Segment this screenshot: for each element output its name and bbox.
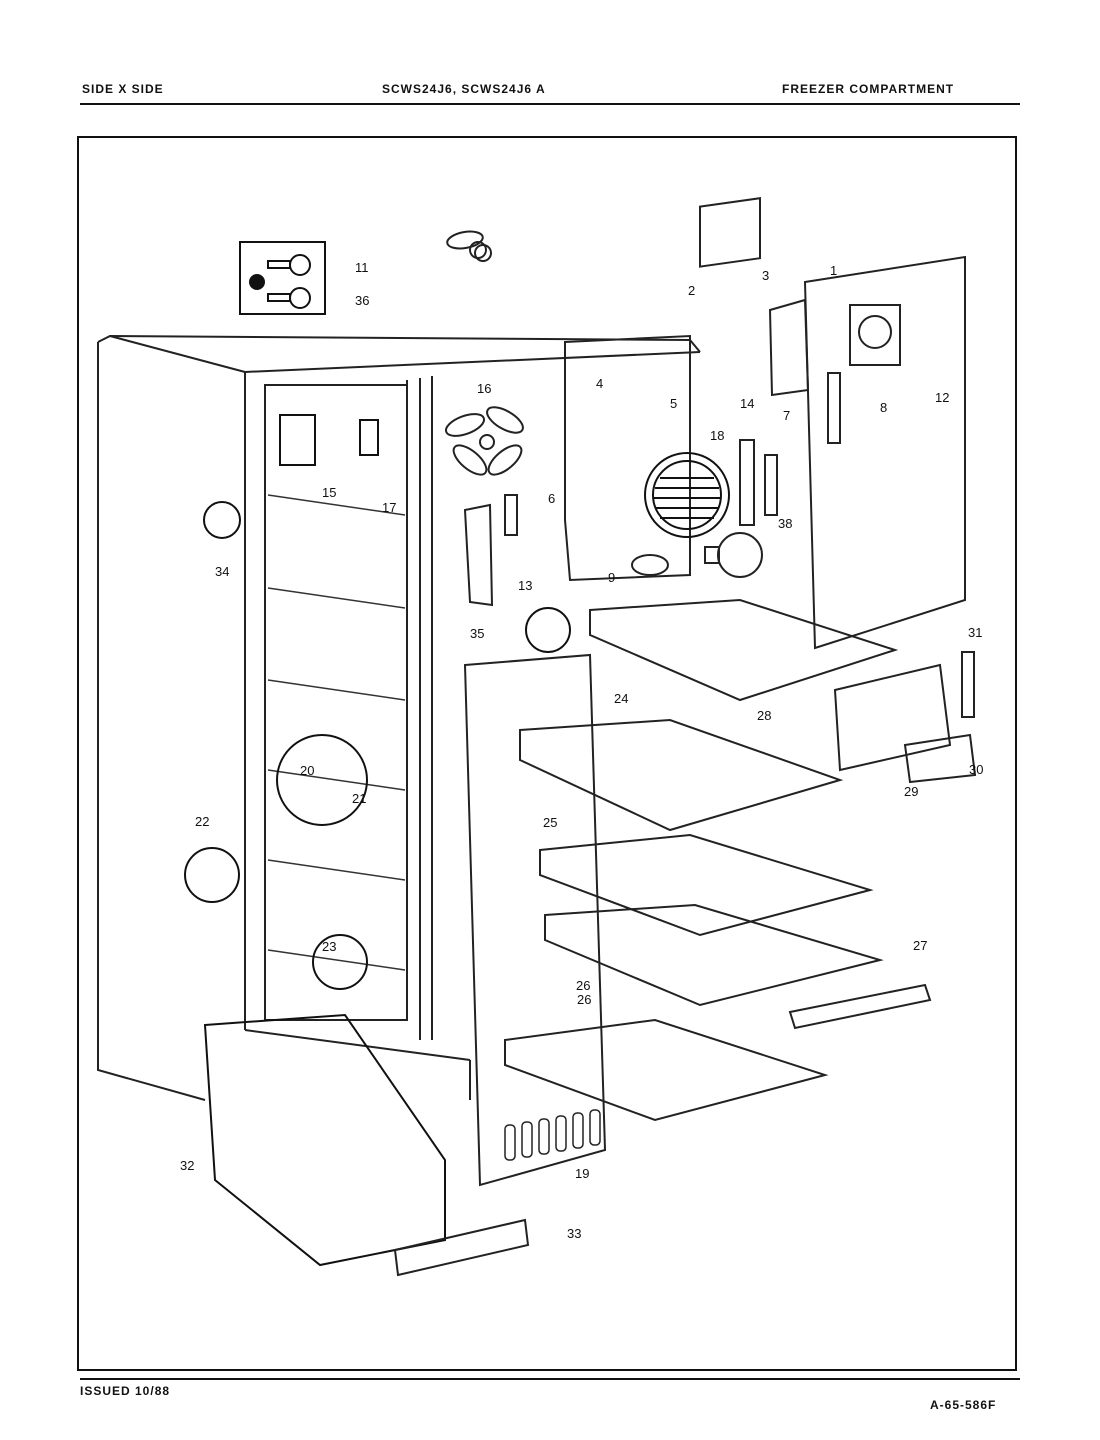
callout-7: 7 [783,408,790,423]
rear-panel [463,653,607,1187]
top-brackets [699,197,901,397]
cover-handle [903,733,977,784]
callout-1: 1 [830,263,837,278]
callout-18: 18 [710,428,724,443]
fan-grille [644,452,730,538]
callout-26: 26 [576,978,590,993]
callout-8: 8 [880,400,887,415]
roller-34 [203,501,241,539]
callout-21: 21 [352,791,366,806]
key-inset [239,241,326,315]
footer-rule [80,1378,1020,1380]
header-rule [80,103,1020,105]
trim-strip-27 [788,983,932,1030]
callout-35: 35 [470,626,484,641]
callout-29: 29 [904,784,918,799]
callout-labels: 1 2 3 4 5 6 7 8 9 11 12 13 14 15 16 17 1… [180,260,983,1241]
callout-22: 22 [195,814,209,829]
callout-34: 34 [215,564,229,579]
callout-5: 5 [670,396,677,411]
header-section-title: SIDE X SIDE [82,82,164,96]
callout-19: 19 [575,1166,589,1181]
header-compartment-title: FREEZER COMPARTMENT [782,82,955,96]
callout-31: 31 [968,625,982,640]
callout-2: 2 [688,283,695,298]
trim-strip-33 [393,1218,530,1277]
roller-35 [525,607,571,653]
lamp-bulbs [631,532,763,578]
callout-24: 24 [614,691,628,706]
callout-30: 30 [969,762,983,777]
callout-32: 32 [180,1158,194,1173]
freezer-bin [203,1013,446,1267]
left-shelf-rails [267,494,406,971]
callout-14: 14 [740,396,754,411]
footer-page-code: A-65-586F [930,1398,997,1412]
callout-26-b: 26 [577,992,591,1007]
wire-shelves [504,598,899,1122]
evaporator-cover [564,334,691,582]
callout-28: 28 [757,708,771,723]
fastener-inset-20-21 [276,734,368,826]
fan-assembly [444,406,524,476]
callout-17: 17 [382,500,396,515]
key-bullet-icon [249,274,265,290]
thermostat-15 [279,414,316,466]
callout-36: 36 [355,293,369,308]
callout-38: 38 [778,516,792,531]
crisper-frame [833,663,952,772]
control-cover [803,255,966,650]
callout-11: 11 [355,260,369,275]
callout-15: 15 [322,485,336,500]
callout-12: 12 [935,390,949,405]
callout-25: 25 [543,815,557,830]
callout-3: 3 [762,268,769,283]
callout-9: 9 [608,570,615,585]
callout-4: 4 [596,376,603,391]
vent-slots [504,1109,601,1161]
callout-23: 23 [322,939,336,954]
callout-16: 16 [477,381,491,396]
callout-20: 20 [300,763,314,778]
callout-33: 33 [567,1226,581,1241]
fan-16 [469,241,487,259]
fastener-inset-22 [184,847,240,903]
callout-6: 6 [548,491,555,506]
callout-27: 27 [913,938,927,953]
footer-issued-date: ISSUED 10/88 [80,1384,171,1398]
switch-17 [359,419,379,456]
fastener-inset-23 [312,934,368,990]
callout-13: 13 [518,578,532,593]
cabinet-outline [97,334,701,1101]
small-strips [463,372,975,718]
diagram-frame [77,136,1017,1371]
header-model-numbers: SCWS24J6, SCWS24J6 A [382,82,546,96]
